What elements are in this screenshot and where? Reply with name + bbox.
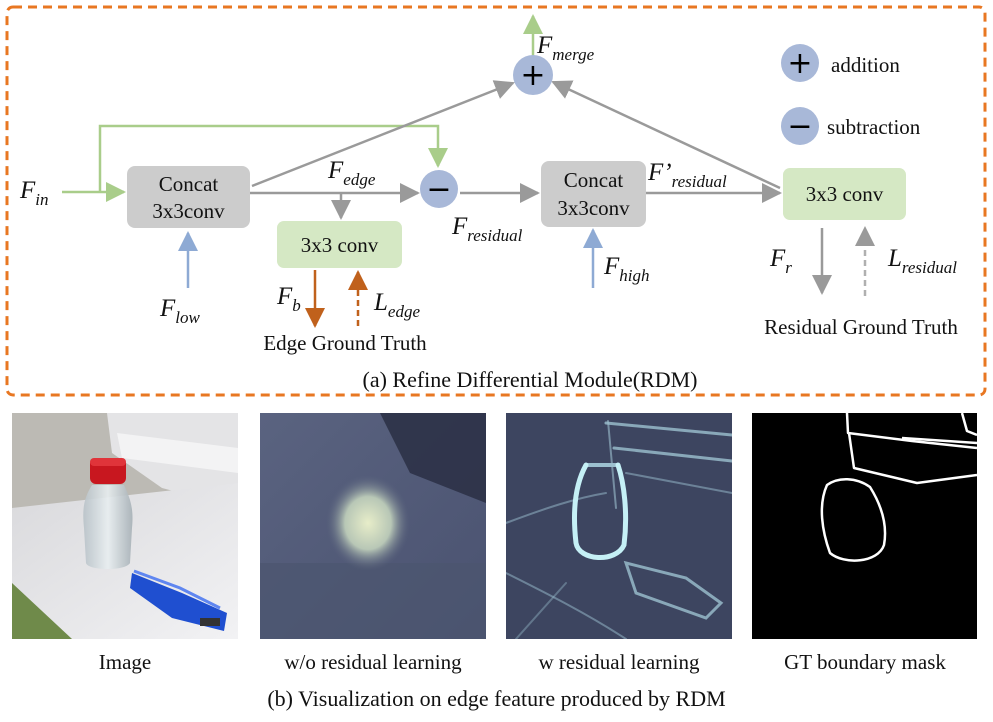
conv-residual-node: 3x3 conv (783, 168, 906, 220)
label-f-edge: Fedge (327, 157, 376, 189)
caption-image: Image (98, 650, 152, 674)
concat2-line1: Concat (564, 168, 624, 192)
rdm-diagram: Concat 3x3conv 3x3 conv Concat 3x3conv 3… (5, 5, 987, 397)
label-f-r: Fr (769, 245, 792, 277)
edge-ground-truth-label: Edge Ground Truth (263, 331, 427, 355)
module-frame (5, 5, 987, 397)
label-f-residual: Fresidual (451, 213, 523, 245)
feature-map-with-residual (506, 413, 732, 639)
concat2-node: Concat 3x3conv (541, 161, 646, 227)
conv-residual-label: 3x3 conv (806, 182, 884, 206)
label-f-in: Fin (19, 177, 49, 209)
legend-minus-icon: − (787, 109, 812, 144)
label-f-low: Flow (159, 295, 201, 327)
module-caption: (a) Refine Differential Module(RDM) (363, 367, 698, 392)
legend-plus-icon: + (787, 46, 812, 81)
concat1-node: Concat 3x3conv (127, 166, 250, 228)
label-f-prime-residual: F’residual (647, 159, 727, 191)
gt-boundary-mask (752, 413, 977, 639)
concat1-line2: 3x3conv (152, 199, 225, 223)
subtraction-node: − (420, 170, 458, 208)
arrow-conv-add (551, 80, 781, 190)
feature-map-without-residual (260, 413, 486, 639)
caption-without-residual: w/o residual learning (284, 650, 462, 674)
label-f-b: Fb (276, 283, 301, 315)
visualization-caption: (b) Visualization on edge feature produc… (267, 686, 726, 711)
legend-subtraction-label: subtraction (827, 115, 921, 139)
concat1-line1: Concat (159, 172, 219, 196)
addition-node: + (513, 55, 553, 95)
arrow-concat1-add (251, 80, 515, 188)
label-l-residual: Lresidual (887, 245, 957, 277)
residual-ground-truth-label: Residual Ground Truth (764, 315, 958, 339)
legend-subtraction: − subtraction (781, 107, 921, 145)
label-l-edge: Ledge (373, 289, 420, 321)
conv-edge-label: 3x3 conv (301, 233, 379, 257)
legend-addition-label: addition (831, 53, 900, 77)
caption-with-residual: w residual learning (538, 650, 700, 674)
concat2-line2: 3x3conv (557, 196, 630, 220)
label-f-merge: Fmerge (536, 32, 595, 64)
caption-gt-boundary: GT boundary mask (784, 650, 946, 674)
minus-icon: − (426, 172, 451, 207)
photo-image (12, 413, 238, 639)
label-f-high: Fhigh (603, 253, 650, 285)
arrow-fin-skip (98, 124, 448, 192)
conv-edge-node: 3x3 conv (277, 221, 402, 268)
legend-addition: + addition (781, 44, 900, 82)
plus-icon: + (520, 58, 545, 93)
